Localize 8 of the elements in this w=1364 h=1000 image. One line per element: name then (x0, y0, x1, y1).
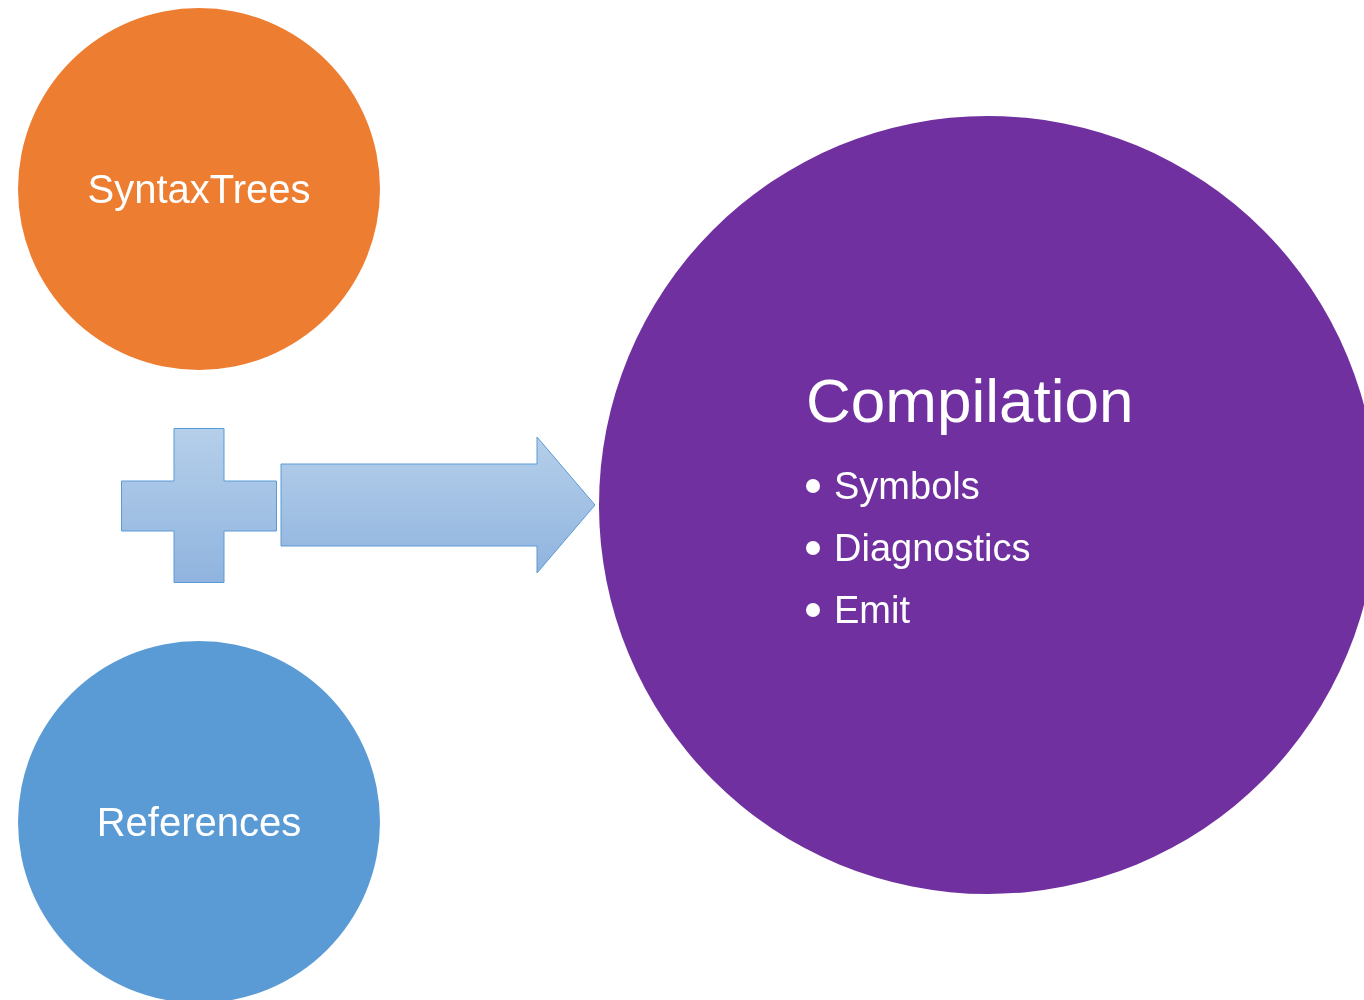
bullet-text: Diagnostics (834, 525, 1031, 571)
circle-label: SyntaxTrees (87, 166, 311, 213)
circle-label: References (96, 799, 302, 846)
bullet-text: Emit (834, 587, 910, 633)
circle-title: Compilation (806, 365, 1134, 437)
bullet-text: Symbols (834, 463, 980, 509)
plus-symbol (121, 428, 277, 583)
block-arrow (280, 436, 596, 574)
